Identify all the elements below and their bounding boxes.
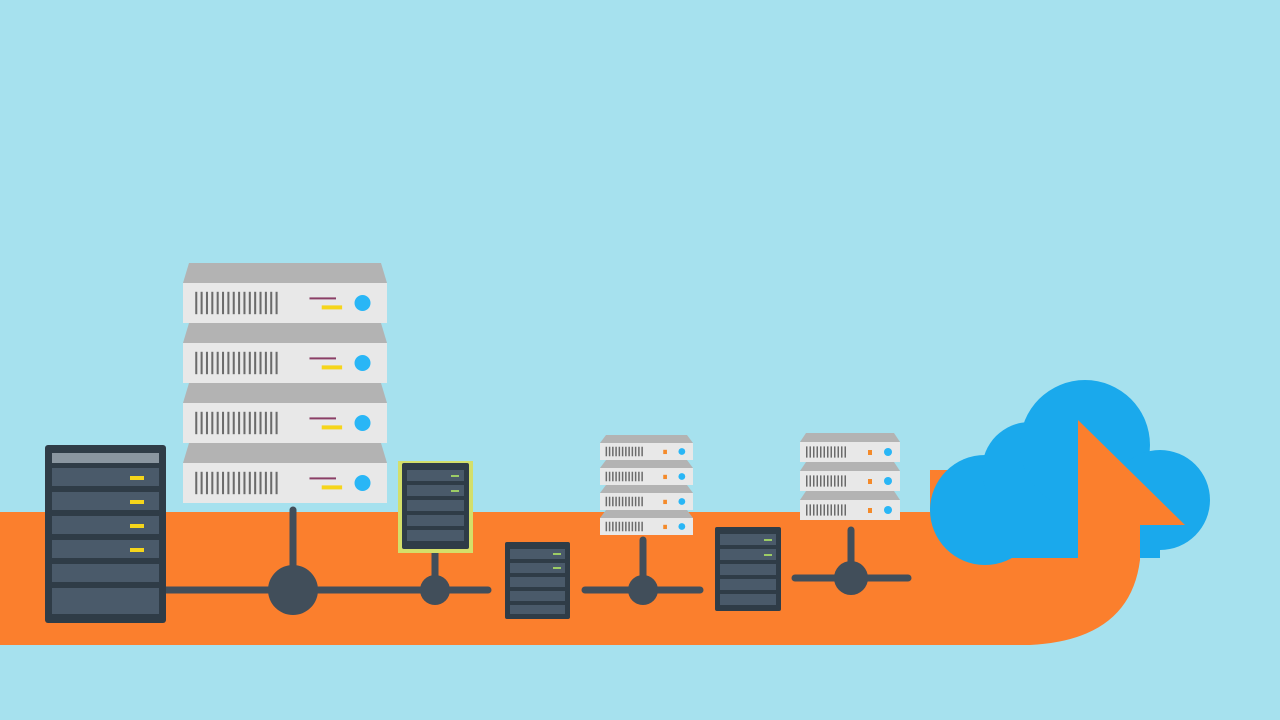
rack-server-stack-icon	[600, 435, 693, 535]
network-node-icon	[420, 575, 450, 605]
network-nodes	[268, 561, 868, 615]
small-server-icon	[398, 461, 473, 553]
small-server-icon	[715, 527, 781, 611]
rack-server-stack-icon	[800, 433, 900, 520]
tower-server-icon	[45, 445, 166, 623]
network-node-icon	[268, 565, 318, 615]
arrow-icon	[1078, 420, 1185, 560]
network-node-icon	[628, 575, 658, 605]
rack-server-stack-icon	[183, 263, 387, 503]
network-node-icon	[834, 561, 868, 595]
small-server-icon	[505, 542, 570, 619]
